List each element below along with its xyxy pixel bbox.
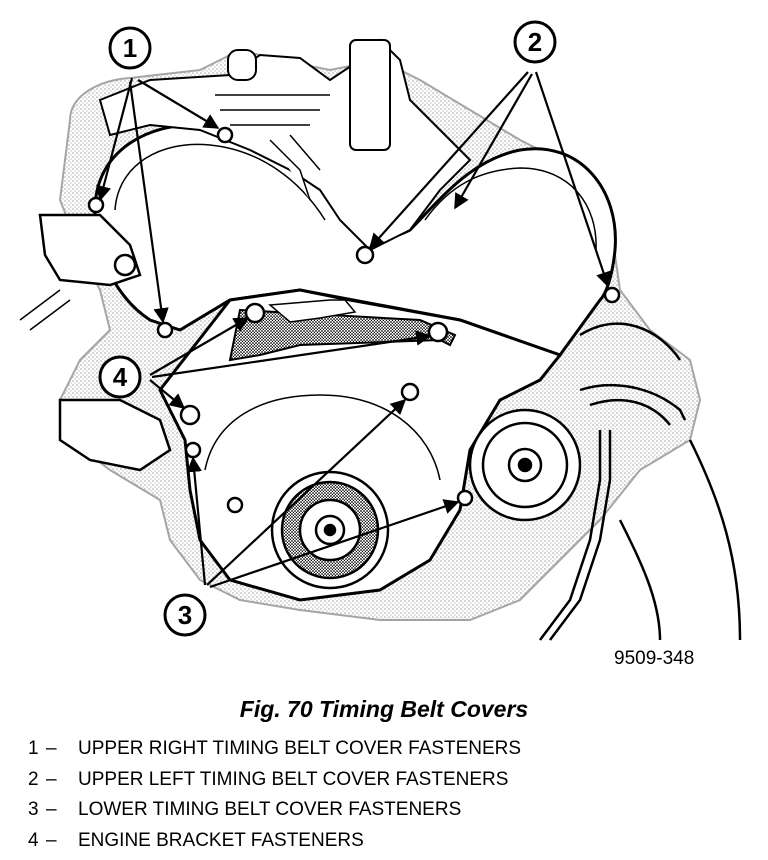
legend-item-2: 2–UPPER LEFT TIMING BELT COVER FASTENERS bbox=[28, 768, 509, 790]
intake-manifold bbox=[98, 38, 472, 252]
callout-4: 4 bbox=[98, 355, 142, 399]
legend-text: ENGINE BRACKET FASTENERS bbox=[78, 829, 364, 851]
legend-item-4: 4–ENGINE BRACKET FASTENERS bbox=[28, 829, 364, 851]
fasteners bbox=[87, 126, 621, 514]
callout-4-label: 4 bbox=[113, 362, 128, 392]
legend-item-3: 3–LOWER TIMING BELT COVER FASTENERS bbox=[28, 799, 462, 820]
legend: 1–UPPER RIGHT TIMING BELT COVER FASTENER… bbox=[28, 734, 521, 856]
callout-1-label: 1 bbox=[123, 33, 137, 63]
legend-text: UPPER RIGHT TIMING BELT COVER FASTENERS bbox=[78, 738, 522, 759]
callout-1: 1 bbox=[108, 26, 152, 70]
legend-text: UPPER LEFT TIMING BELT COVER FASTENERS bbox=[78, 768, 509, 790]
legend-text: LOWER TIMING BELT COVER FASTENERS bbox=[78, 799, 462, 820]
figure-caption: Fig. 70 Timing Belt Covers bbox=[239, 696, 529, 722]
coolant-hoses bbox=[539, 322, 742, 641]
callout-2: 2 bbox=[513, 20, 557, 64]
crankshaft-damper bbox=[270, 470, 390, 590]
lower-timing-belt-cover bbox=[158, 288, 563, 602]
legend-item-1: 1–UPPER RIGHT TIMING BELT COVER FASTENER… bbox=[28, 738, 522, 759]
figure-code: 9509-348 bbox=[614, 648, 695, 669]
callout-3: 3 bbox=[163, 593, 207, 637]
leader-arrows bbox=[96, 71, 611, 589]
timing-belt-cover-diagram: 1 2 3 4 bbox=[19, 20, 742, 641]
engine-bracket bbox=[19, 213, 172, 472]
callout-2-label: 2 bbox=[528, 27, 542, 57]
callout-3-label: 3 bbox=[178, 600, 192, 630]
idler-pulley bbox=[468, 408, 582, 522]
